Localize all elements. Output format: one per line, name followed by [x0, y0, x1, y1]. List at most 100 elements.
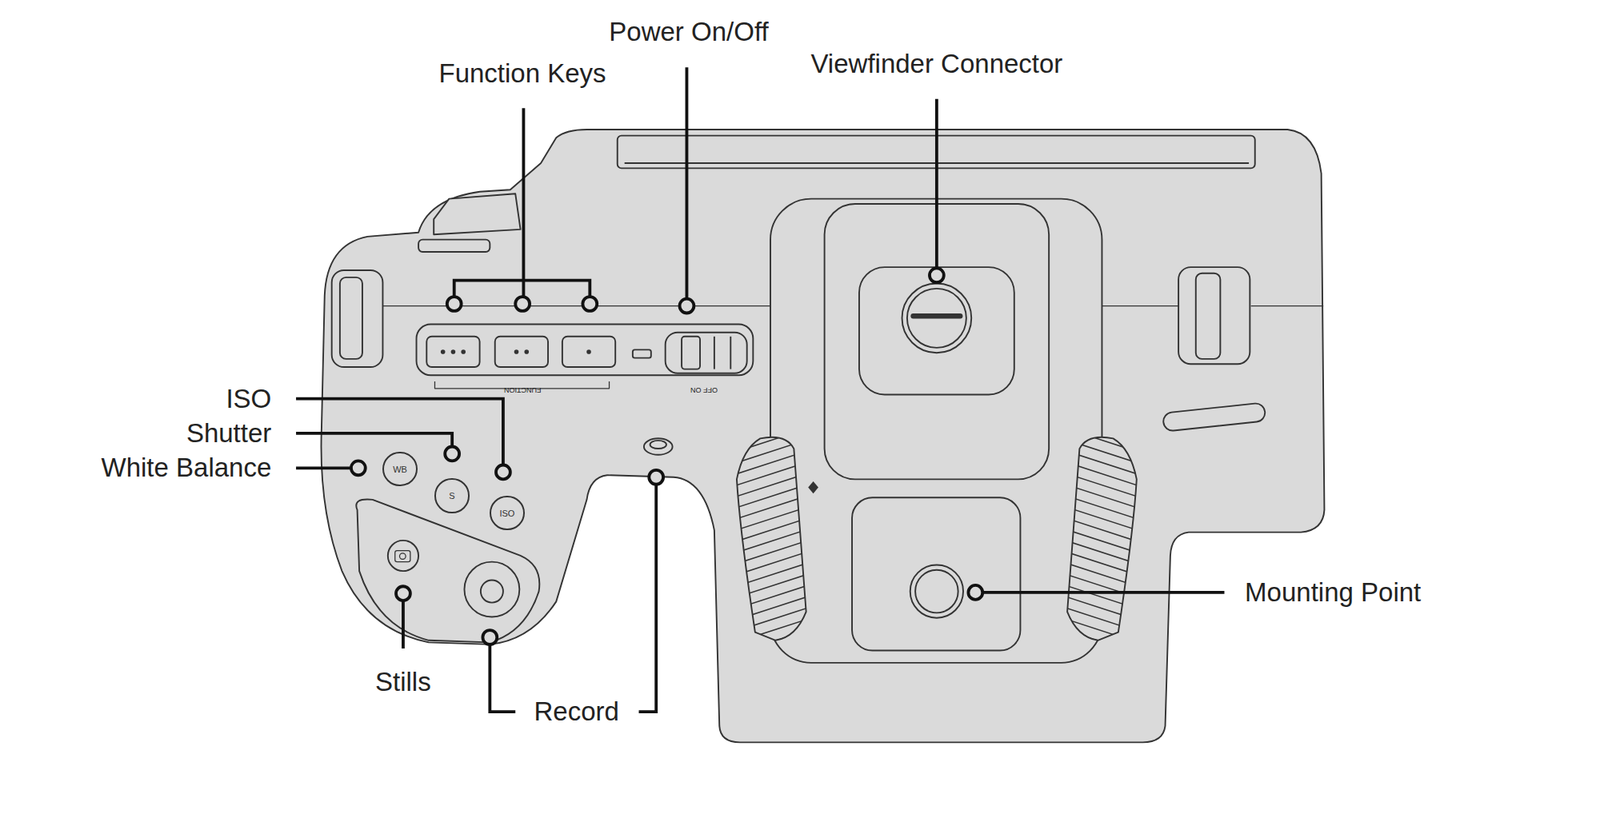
illustration-part: [351, 460, 366, 476]
vent-slat: [729, 416, 812, 443]
leader-line: [454, 108, 591, 297]
button-marking: WB: [392, 464, 408, 475]
vent-slat: [729, 584, 812, 612]
function-key: [495, 336, 548, 368]
vent-slat: [1062, 505, 1144, 532]
strap-lug: [332, 270, 384, 368]
illustration-part: [929, 268, 944, 283]
stills-icon: [395, 551, 411, 563]
printed-marking: OFF ON: [690, 385, 718, 394]
part-label: White Balance: [101, 453, 272, 483]
vent-slat: [1062, 584, 1144, 612]
vent-slat: [1062, 517, 1144, 544]
illustration-part: [582, 296, 597, 312]
illustration-part: [515, 296, 530, 312]
connector-slot: [913, 313, 961, 319]
vent-slat: [1062, 551, 1144, 578]
leader-dots: [351, 268, 983, 645]
leader-line: [401, 600, 405, 649]
body-outline: [320, 129, 1324, 743]
part-label: Mounting Point: [1244, 578, 1421, 608]
illustration-part: [586, 349, 592, 355]
part-label: Stills: [375, 668, 432, 697]
vent-slat: [1062, 460, 1144, 488]
part-label: Record: [533, 697, 619, 727]
leader-line: [982, 591, 1224, 595]
body-seam: [1251, 305, 1324, 307]
vent-slat: [1062, 562, 1144, 589]
leader-line: [489, 644, 516, 712]
vent-slat: [1062, 596, 1144, 623]
side-slot: [1162, 402, 1266, 432]
microphone-inner: [650, 440, 667, 449]
vent-slat: [1062, 528, 1144, 556]
leader-line: [639, 484, 657, 712]
vent-slat: [729, 573, 812, 600]
stills-button: [388, 540, 419, 572]
vent-slat: [729, 562, 812, 589]
vent-grill: [729, 416, 812, 656]
vent-slat: [729, 483, 812, 510]
function-key: [562, 336, 616, 368]
vent-slat: [729, 494, 812, 521]
printed-marking: FUNCTION: [504, 385, 542, 394]
mounting-point-inner: [915, 570, 959, 614]
part-label: Shutter: [186, 419, 272, 448]
function-dots: [440, 349, 592, 355]
illustration-part: [444, 447, 460, 462]
vent-slat: [1062, 427, 1144, 454]
power-slider: [681, 336, 700, 370]
control-button: WB: [382, 452, 417, 487]
record-button: [464, 562, 520, 618]
strap-lug-inner: [340, 277, 363, 360]
vent-slat: [729, 438, 812, 465]
microphone: [644, 438, 673, 455]
vent-slat: [729, 551, 812, 578]
vent-slat: [729, 517, 812, 544]
switch-line: [713, 336, 716, 370]
vent-slat: [729, 449, 812, 476]
vent-slat: [729, 596, 812, 623]
leader-line: [296, 433, 452, 448]
record-button-inner: [480, 580, 504, 604]
viewfinder-connector: [902, 284, 972, 354]
vent-slat: [729, 629, 812, 656]
viewfinder-connector-inner: [907, 288, 967, 348]
illustration-part: [524, 349, 529, 355]
illustration-part: [451, 349, 456, 355]
vent-grills: [729, 416, 1144, 656]
vent-hatching: [1062, 416, 1144, 656]
viewfinder-plate: [859, 267, 1015, 395]
vent-slat: [729, 427, 812, 454]
button-marking: S: [448, 491, 455, 501]
illustration-part: [440, 349, 446, 355]
part-label: Power On/Off: [608, 16, 768, 46]
illustration-part: [496, 464, 511, 480]
top-dial-base: [418, 240, 490, 252]
mounting-point: [910, 564, 964, 618]
illustration-part: [482, 630, 497, 645]
leader-line: [296, 466, 352, 470]
vent-slat: [729, 607, 812, 634]
illustration-part: [514, 349, 520, 355]
illustration-part: [968, 585, 983, 600]
part-label: ISO: [225, 384, 272, 414]
switch-line: [729, 336, 732, 370]
vent-slat: [729, 460, 812, 488]
vent-slat: [1062, 607, 1144, 634]
control-button: ISO: [489, 496, 524, 531]
vent-slat: [1062, 540, 1144, 567]
mount-plate: [852, 497, 1020, 651]
illustration-part: [648, 470, 664, 485]
vent-slat: [1062, 629, 1144, 656]
camera-body: [320, 129, 1324, 743]
vent-slat: [1062, 438, 1144, 465]
vent-slat: [1062, 573, 1144, 600]
vent-slat: [729, 618, 812, 645]
vent-slat: [729, 472, 812, 499]
illustration-part: [447, 296, 462, 312]
power-switch: [665, 332, 748, 374]
vent-slat: [1062, 472, 1144, 499]
